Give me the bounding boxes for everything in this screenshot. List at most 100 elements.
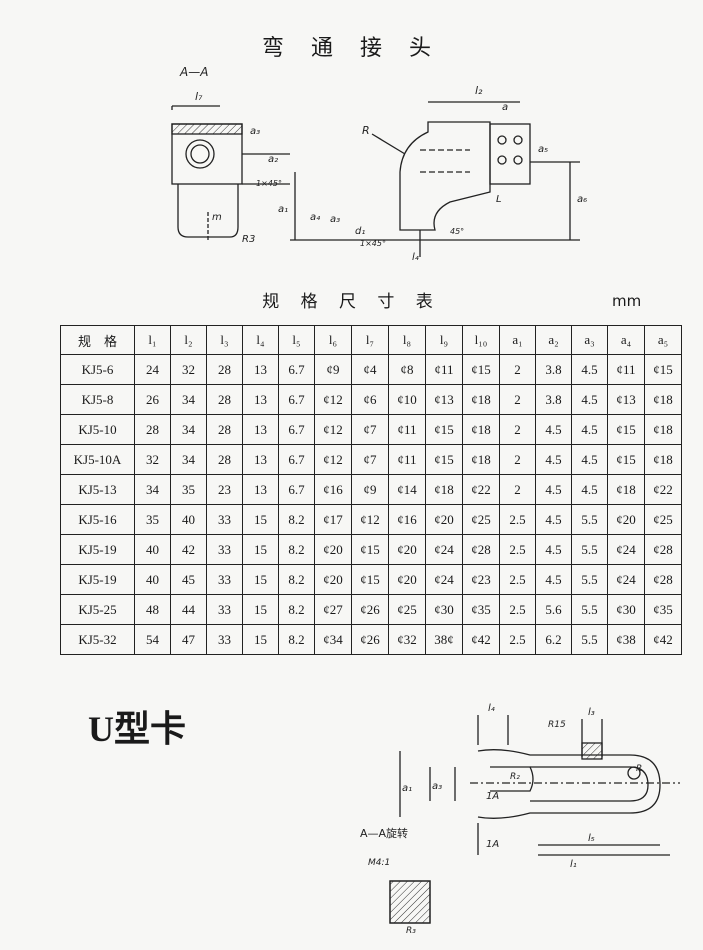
- table-cell: ¢18: [425, 474, 463, 505]
- column-header: l₃: [206, 325, 243, 355]
- table-cell: ¢15: [425, 444, 463, 475]
- dim-l7: l₇: [195, 90, 203, 103]
- section-title-u-clamp: U型卡: [88, 709, 186, 749]
- table-cell: ¢10: [388, 384, 426, 415]
- spec-model-cell: KJ5-13: [60, 474, 135, 505]
- table-cell: ¢15: [425, 414, 463, 445]
- table-cell: 54: [134, 624, 171, 655]
- table-cell: 32: [170, 354, 207, 385]
- table-cell: 4.5: [571, 474, 608, 505]
- section-1a-bottom: 1A: [486, 839, 499, 850]
- label-r2: R₂: [510, 772, 520, 782]
- table-cell: ¢13: [607, 384, 645, 415]
- dim-l2: l₂: [475, 84, 483, 97]
- table-cell: 28: [206, 384, 243, 415]
- table-cell: ¢12: [351, 504, 389, 535]
- table-cell: 5.5: [571, 534, 608, 565]
- table-cell: 8.2: [278, 504, 315, 535]
- spec-model-cell: KJ5-19: [60, 534, 135, 565]
- table-cell: 4.5: [571, 384, 608, 415]
- spec-model-cell: KJ5-6: [60, 354, 135, 385]
- table-cell: ¢18: [644, 414, 682, 445]
- table-cell: 6.7: [278, 414, 315, 445]
- dim-m: m: [212, 212, 222, 223]
- table-cell: ¢42: [462, 624, 500, 655]
- table-cell: 15: [242, 594, 279, 625]
- dim-a4: a₄: [310, 212, 320, 223]
- table-cell: 40: [134, 534, 171, 565]
- table-cell: 2: [499, 414, 536, 445]
- table-cell: ¢23: [462, 564, 500, 595]
- table-cell: ¢15: [644, 354, 682, 385]
- table-cell: ¢9: [351, 474, 389, 505]
- page-title: 弯 通 接 头: [262, 36, 441, 61]
- table-cell: 5.5: [571, 624, 608, 655]
- table-cell: 15: [242, 624, 279, 655]
- table-cell: ¢11: [425, 354, 463, 385]
- dim-l4: l₄: [488, 703, 495, 714]
- table-cell: ¢20: [607, 504, 645, 535]
- column-header: l₂: [170, 325, 207, 355]
- table-cell: 13: [242, 444, 279, 475]
- table-cell: ¢20: [425, 504, 463, 535]
- table-cell: 45: [170, 564, 207, 595]
- table-cell: ¢11: [388, 444, 426, 475]
- spec-model-cell: KJ5-32: [60, 624, 135, 655]
- table-cell: ¢12: [314, 444, 352, 475]
- table-cell: 6.7: [278, 384, 315, 415]
- table-cell: ¢24: [425, 534, 463, 565]
- table-cell: 2.5: [499, 624, 536, 655]
- table-cell: ¢18: [644, 384, 682, 415]
- table-cell: ¢30: [425, 594, 463, 625]
- table-cell: 2: [499, 444, 536, 475]
- table-cell: ¢20: [314, 534, 352, 565]
- table-cell: ¢26: [351, 594, 389, 625]
- table-cell: 24: [134, 354, 171, 385]
- table-cell: 13: [242, 354, 279, 385]
- dim-a3-small: a₃: [250, 126, 260, 137]
- table-cell: 8.2: [278, 564, 315, 595]
- column-header: 规 格: [60, 325, 135, 355]
- table-cell: 33: [206, 504, 243, 535]
- table-cell: 2.5: [499, 594, 536, 625]
- table-cell: ¢25: [462, 504, 500, 535]
- table-cell: ¢15: [607, 444, 645, 475]
- table-cell: 38¢: [425, 624, 463, 655]
- column-header: a₃: [571, 325, 608, 355]
- table-cell: 13: [242, 474, 279, 505]
- table-cell: ¢11: [388, 414, 426, 445]
- table-cell: 2.5: [499, 564, 536, 595]
- table-cell: ¢38: [607, 624, 645, 655]
- table-cell: ¢24: [607, 534, 645, 565]
- label-R: R: [362, 124, 370, 137]
- dim-L: L: [496, 194, 502, 205]
- table-cell: 35: [134, 504, 171, 535]
- table-cell: ¢9: [314, 354, 352, 385]
- table-cell: 8.2: [278, 624, 315, 655]
- table-cell: 15: [242, 534, 279, 565]
- dim-a-top: a: [502, 102, 508, 113]
- spec-model-cell: KJ5-8: [60, 384, 135, 415]
- dim-a2: a₂: [268, 154, 278, 165]
- rotated-section-label: A—A旋转: [360, 826, 408, 840]
- label-r: R: [636, 764, 642, 774]
- table-cell: 4.5: [535, 474, 572, 505]
- table-cell: 2.5: [499, 534, 536, 565]
- elbow-fitting-drawing: A—A l₇ a₃ a₂ 1×45° m R3 l₂ a R a₅ L a₆ a…: [171, 65, 587, 263]
- spec-model-cell: KJ5-19: [60, 564, 135, 595]
- table-cell: 5.5: [571, 564, 608, 595]
- table-cell: 34: [170, 444, 207, 475]
- table-cell: ¢24: [607, 564, 645, 595]
- spec-model-cell: KJ5-16: [60, 504, 135, 535]
- table-cell: 6.7: [278, 354, 315, 385]
- table-cell: 15: [242, 564, 279, 595]
- table-cell: 23: [206, 474, 243, 505]
- column-header: a₂: [535, 325, 572, 355]
- table-cell: ¢13: [425, 384, 463, 415]
- table-cell: ¢6: [351, 384, 389, 415]
- table-cell: 34: [170, 384, 207, 415]
